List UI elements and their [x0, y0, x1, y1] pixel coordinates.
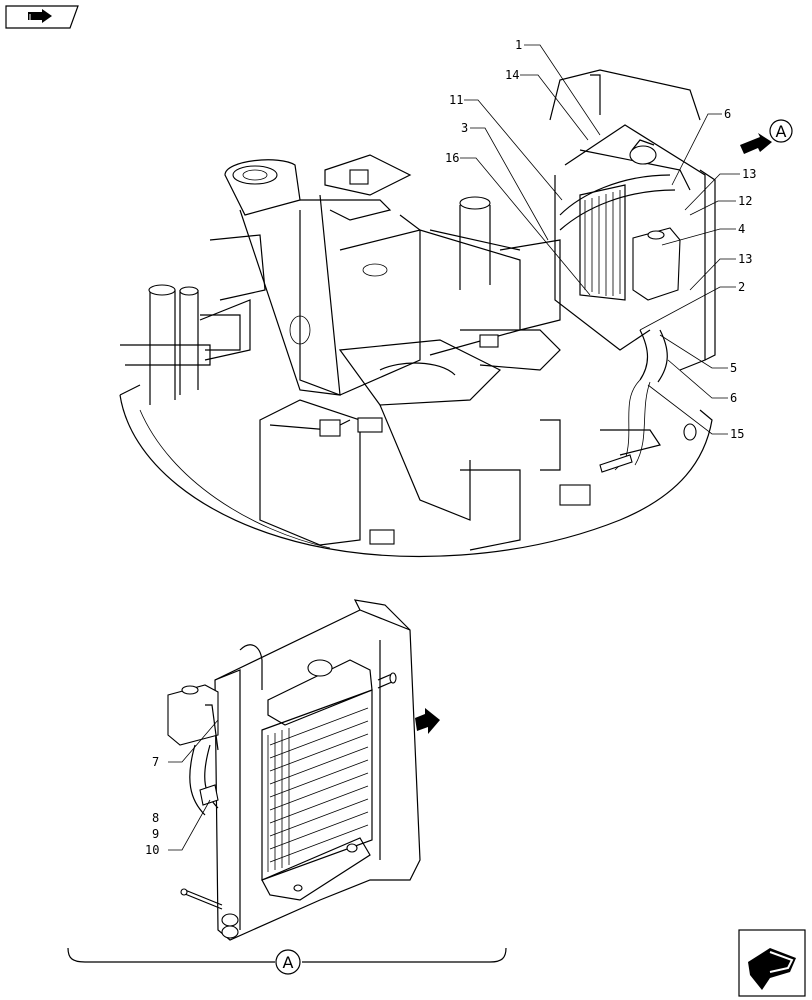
callout-7: 7 — [152, 755, 159, 769]
callout-13a: 13 — [742, 167, 756, 181]
section-marker-label: A — [283, 953, 294, 972]
section-marker[interactable]: A — [275, 949, 301, 975]
callout-3: 3 — [461, 121, 468, 135]
book-arrow-icon[interactable] — [5, 5, 79, 29]
view-direction-arrow-icon — [740, 133, 772, 154]
view-marker-label: A — [776, 122, 787, 141]
callout-5: 5 — [730, 361, 737, 375]
callout-1: 1 — [515, 38, 522, 52]
callout-6b: 6 — [730, 391, 737, 405]
radiator-core — [584, 190, 621, 296]
return-arrow-icon[interactable] — [738, 929, 806, 997]
callout-13b: 13 — [738, 252, 752, 266]
cooler-assembly — [549, 69, 716, 473]
callouts-bottom: 7 8 9 10 — [145, 755, 159, 857]
callout-leaders-bottom — [168, 719, 219, 851]
section-bracket — [67, 947, 507, 963]
view-marker[interactable]: A — [769, 119, 793, 143]
callouts-top: 1 14 11 3 16 6 13 12 4 13 2 5 6 15 — [445, 38, 756, 441]
callout-15: 15 — [730, 427, 744, 441]
callout-2: 2 — [738, 280, 745, 294]
callout-10: 10 — [145, 843, 159, 857]
callout-16: 16 — [445, 151, 459, 165]
callout-14: 14 — [505, 68, 519, 82]
detail-arrow-icon — [415, 708, 440, 734]
radiator-core-detail — [261, 689, 373, 881]
callout-4: 4 — [738, 222, 745, 236]
callout-6a: 6 — [724, 107, 731, 121]
frame-assembly — [119, 154, 713, 558]
callout-8: 8 — [152, 811, 159, 825]
callout-9: 9 — [152, 827, 159, 841]
radiator-frame-detail — [167, 599, 421, 941]
callout-leaders-top — [460, 44, 740, 435]
callout-11: 11 — [449, 93, 463, 107]
callout-12: 12 — [738, 194, 752, 208]
